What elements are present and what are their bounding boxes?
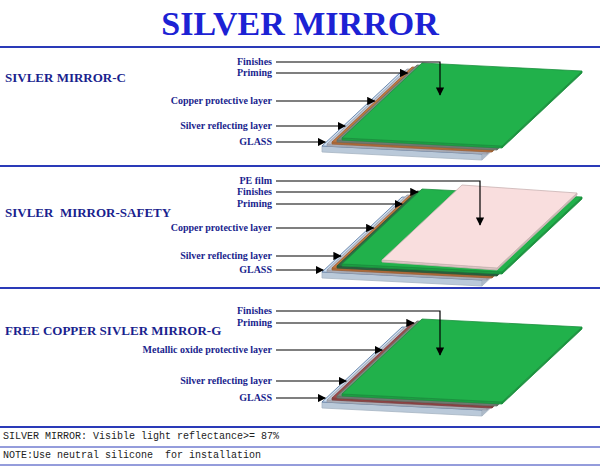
layer-label: GLASS bbox=[239, 136, 272, 148]
leader-line bbox=[276, 72, 407, 73]
leader-line bbox=[276, 380, 346, 381]
layer-label: Priming bbox=[237, 198, 272, 210]
leader-line bbox=[276, 227, 374, 228]
layer-label: Copper protective layer bbox=[171, 95, 272, 107]
note-text: SILVER MIRROR: Visible light reflectance… bbox=[3, 431, 279, 443]
layer-label: Finishes bbox=[237, 186, 272, 198]
layer-label: Metallic oxide protective layer bbox=[143, 344, 273, 356]
section-title: FREE COPPER SIVLER MIRROR-G bbox=[5, 324, 221, 339]
page-title: SILVER MIRROR bbox=[161, 4, 438, 43]
layer-label: Copper protective layer bbox=[171, 222, 272, 234]
leader-line bbox=[276, 191, 418, 192]
layer-label: Finishes bbox=[237, 56, 272, 68]
layer-label: Priming bbox=[237, 317, 272, 329]
leader-line bbox=[276, 311, 440, 355]
section-title: SIVLER MIRROR-SAFETY bbox=[5, 206, 171, 221]
leader-line bbox=[276, 181, 480, 225]
layer-label: Silver reflecting layer bbox=[180, 250, 272, 262]
leader-line bbox=[276, 62, 440, 95]
layer-label: GLASS bbox=[239, 264, 272, 276]
layer-label: Finishes bbox=[237, 305, 272, 317]
leader-line bbox=[276, 125, 345, 126]
section-title: SIVLER MIRROR-C bbox=[5, 71, 126, 86]
leader-line bbox=[276, 322, 414, 323]
rule-line bbox=[0, 426, 600, 428]
leader-line bbox=[276, 269, 323, 270]
finish-layer bbox=[342, 319, 582, 402]
rule-line bbox=[0, 447, 600, 448]
leader-line bbox=[276, 255, 341, 256]
leader-line bbox=[276, 397, 325, 398]
layer-label: Priming bbox=[237, 67, 272, 79]
rule-line bbox=[0, 465, 600, 466]
finish-layer bbox=[342, 63, 582, 146]
rule-line bbox=[0, 46, 600, 48]
rule-line bbox=[0, 165, 600, 167]
layer-label: GLASS bbox=[239, 392, 272, 404]
layer-label: PE film bbox=[240, 175, 273, 187]
layer-label: Silver reflecting layer bbox=[180, 120, 272, 132]
rule-line bbox=[0, 287, 600, 289]
leader-line bbox=[276, 141, 325, 142]
note-text: NOTE:Use neutral silicone for installati… bbox=[3, 450, 261, 462]
leader-line bbox=[276, 100, 375, 101]
leader-line bbox=[276, 349, 382, 350]
leader-line bbox=[276, 203, 402, 204]
layer-label: Silver reflecting layer bbox=[180, 375, 272, 387]
